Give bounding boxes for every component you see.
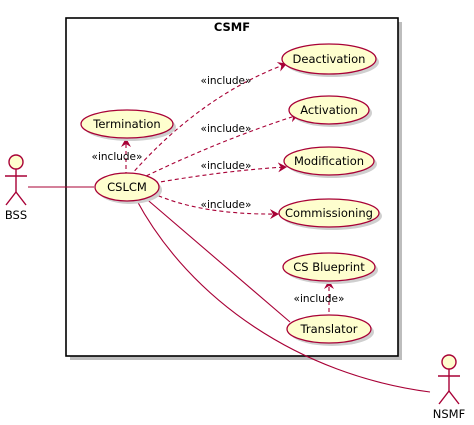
use-case-translator: Translator (286, 314, 374, 346)
use-case-label: CS Blueprint (293, 260, 365, 274)
label-include-commissioning: «include» (201, 199, 252, 211)
label-include-modification: «include» (201, 160, 252, 172)
use-case-modification: Modification (283, 146, 377, 178)
label-include-activation: «include» (201, 123, 252, 135)
system-title: CSMF (214, 20, 250, 34)
actor-name: BSS (5, 208, 27, 222)
dep-cslcm-deactivation (129, 62, 287, 177)
label-include-deactivation: «include» (201, 75, 252, 87)
dep-cslcm-modification (153, 162, 287, 184)
use-case-label: Commissioning (285, 206, 373, 220)
use-case-label: Translator (300, 322, 358, 336)
actor-name: NSMF (433, 407, 465, 421)
dep-cslcm-commissioning (151, 192, 279, 220)
actor-nsmf: NSMF (433, 354, 465, 421)
use-case-label: Modification (294, 154, 364, 168)
use-case-deactivation: Deactivation (281, 43, 379, 77)
include-dependencies (121, 62, 334, 319)
relation-labels: «include» «include» «include» «include» … (92, 75, 345, 305)
label-include-termination: «include» (92, 151, 143, 163)
stick-figure-icon (5, 154, 27, 206)
stick-figure-icon (438, 354, 460, 405)
use-case-commissioning: Commissioning (278, 198, 382, 230)
use-case-label: Activation (300, 103, 358, 117)
associations (28, 186, 431, 393)
use-case-label: Termination (92, 117, 160, 131)
use-case-cslcm: CSLCM (94, 172, 162, 204)
use-case-activation: Activation (288, 95, 372, 127)
use-case-label: Deactivation (293, 52, 366, 66)
use-case-termination: Termination (80, 109, 176, 141)
assoc-cslcm-nsmf (135, 198, 431, 393)
actor-bss: BSS (5, 154, 27, 222)
label-include-cs-blueprint: «include» (294, 293, 345, 305)
assoc-cslcm-translator (142, 195, 291, 323)
use-case-cs-blueprint: CS Blueprint (282, 252, 378, 284)
use-case-label: CSLCM (107, 180, 147, 194)
dep-cslcm-activation (139, 112, 299, 180)
